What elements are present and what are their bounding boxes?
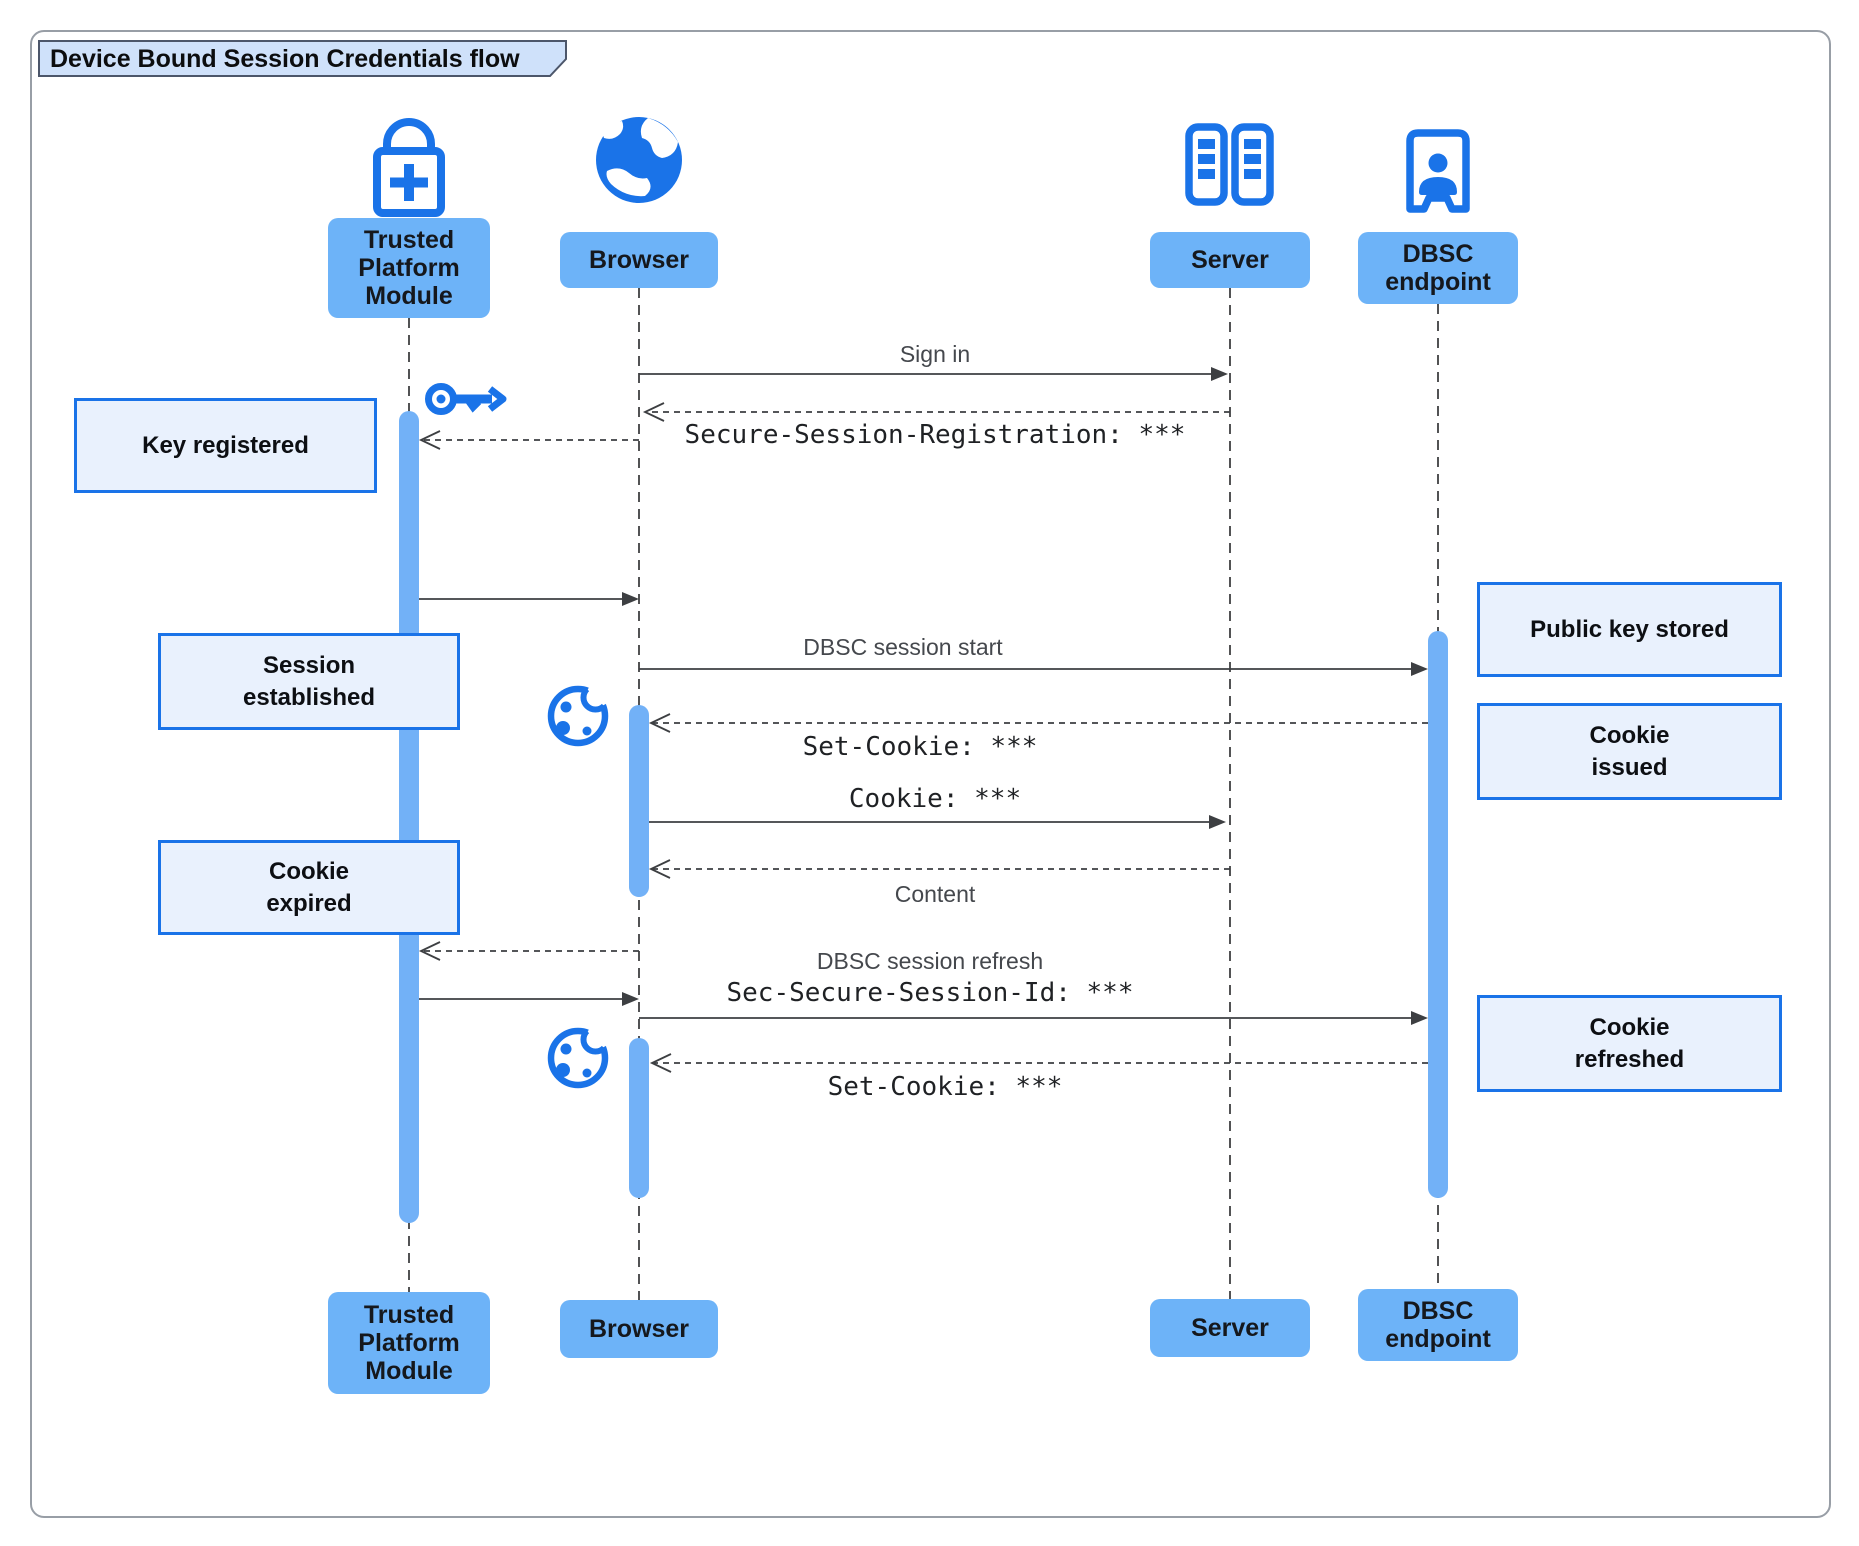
- arrow-set-cookie-1: [648, 713, 1428, 733]
- key-icon: [425, 383, 507, 415]
- note-public-key-stored: Public key stored: [1477, 582, 1782, 677]
- actor-bottom-dbsc: DBSC endpoint: [1358, 1289, 1518, 1361]
- message-label-set-cookie-2: Set-Cookie: ***: [827, 1072, 1063, 1102]
- actor-top-browser: Browser: [560, 232, 718, 288]
- arrow-set-cookie-2: [649, 1053, 1428, 1073]
- globe-icon: [596, 117, 682, 203]
- note-cookie-refreshed: Cookie refreshed: [1477, 995, 1782, 1092]
- message-label-cookie: Cookie: ***: [848, 784, 1022, 814]
- arrow-sign-in: [639, 367, 1228, 381]
- actor-bottom-tpm: Trusted Platform Module: [328, 1292, 490, 1394]
- message-label-session-refresh-header: Sec-Secure-Session-Id: ***: [726, 978, 1134, 1008]
- actor-label: Server: [1191, 1314, 1269, 1342]
- server-racks-icon: [1185, 123, 1274, 206]
- message-label-session-refresh: DBSC session refresh: [816, 948, 1044, 974]
- activation-tpm: [399, 411, 419, 1223]
- cookie-icon-1: [551, 682, 611, 743]
- arrow-refresh-sign: [418, 941, 639, 961]
- actor-label: Trusted Platform Module: [358, 1301, 460, 1385]
- title-tab: [38, 40, 567, 77]
- arrow-session-refresh: [639, 1011, 1428, 1025]
- message-label-set-cookie-1: Set-Cookie: ***: [802, 732, 1038, 762]
- note-key-registered: Key registered: [74, 398, 377, 493]
- arrow-key-ready: [419, 592, 639, 606]
- door-person-icon: [1406, 129, 1470, 213]
- note-text: Cookie refreshed: [1574, 1013, 1685, 1073]
- arrow-cookie: [649, 815, 1226, 829]
- activation-dbsc: [1428, 631, 1448, 1198]
- actor-label: DBSC endpoint: [1385, 240, 1491, 296]
- actor-top-dbsc: DBSC endpoint: [1358, 232, 1518, 304]
- message-label-session-registration: Secure-Session-Registration: ***: [684, 420, 1186, 450]
- note-text: Cookie expired: [266, 857, 352, 917]
- note-session-established: Session established: [158, 633, 460, 730]
- note-cookie-issued: Cookie issued: [1477, 703, 1782, 800]
- actor-top-server: Server: [1150, 232, 1310, 288]
- note-text: Cookie issued: [1589, 721, 1670, 781]
- message-label-content: Content: [894, 881, 976, 907]
- arrow-refresh-signed: [419, 992, 639, 1006]
- activation-browser-1: [629, 705, 649, 897]
- note-text: Key registered: [142, 431, 309, 459]
- message-label-session-start: DBSC session start: [803, 634, 1003, 660]
- activation-browser-2: [629, 1038, 649, 1198]
- actor-label: Browser: [588, 1315, 690, 1343]
- arrow-session-registration: [642, 402, 1230, 422]
- actor-label: DBSC endpoint: [1385, 1297, 1491, 1353]
- lock-plus-icon: [373, 118, 445, 217]
- actor-bottom-browser: Browser: [560, 1300, 718, 1358]
- message-label-sign-in: Sign in: [899, 341, 971, 367]
- arrow-content: [648, 859, 1230, 879]
- note-text: Session established: [242, 651, 376, 711]
- actor-top-tpm: Trusted Platform Module: [328, 218, 490, 318]
- arrow-session-start: [639, 662, 1428, 676]
- actor-bottom-server: Server: [1150, 1299, 1310, 1357]
- actor-label: Browser: [588, 246, 690, 274]
- note-text: Public key stored: [1530, 615, 1729, 643]
- actor-label: Trusted Platform Module: [358, 226, 460, 310]
- diagram-title: Device Bound Session Credentials flow: [50, 45, 520, 73]
- actor-label: Server: [1191, 246, 1269, 274]
- cookie-icon-2: [551, 1024, 611, 1085]
- note-cookie-expired: Cookie expired: [158, 840, 460, 935]
- arrow-register-key: [418, 430, 639, 450]
